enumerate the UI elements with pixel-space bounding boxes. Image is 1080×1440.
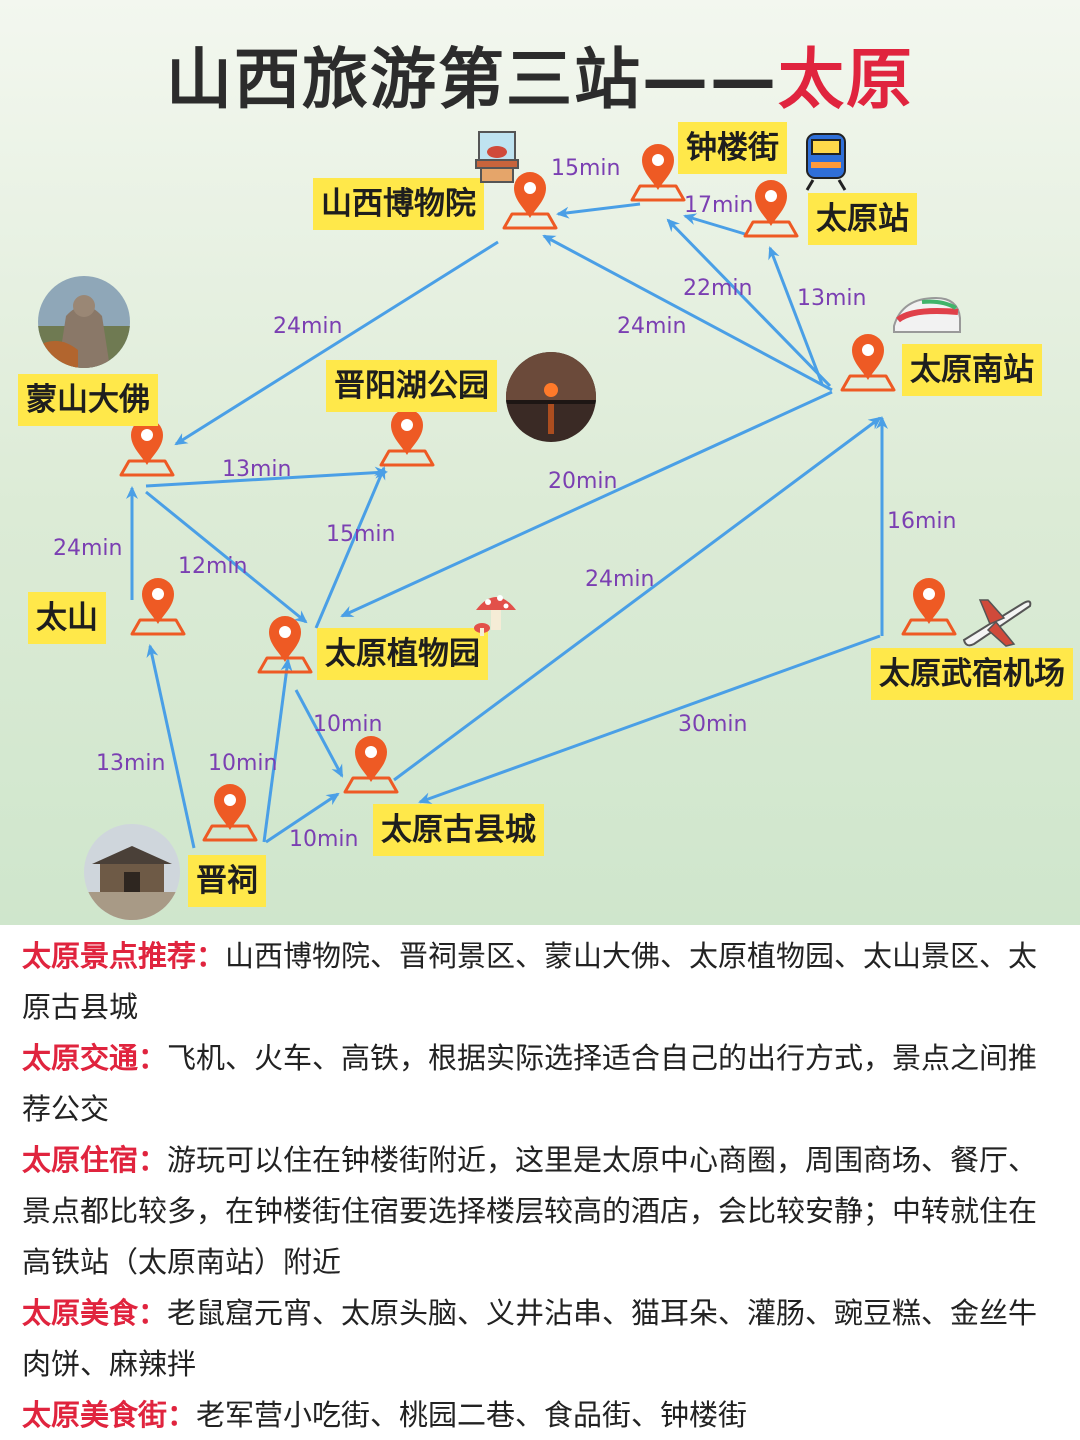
label-taishan: 太山	[28, 592, 106, 644]
jinci-temple-photo	[84, 824, 180, 920]
route-line	[666, 218, 832, 388]
route-line	[768, 246, 824, 385]
location-pin-icon[interactable]	[379, 409, 435, 467]
location-pin-icon[interactable]	[502, 172, 558, 230]
route-line	[145, 490, 308, 624]
route-time: 30min	[678, 712, 748, 737]
route-map: 山西旅游第三站——太原 山西博物院 钟楼街 太原站 太原南站 蒙山大佛 晋阳湖公…	[0, 0, 1080, 925]
museum-icon	[473, 130, 521, 188]
route-line	[262, 658, 293, 843]
train-icon	[803, 132, 849, 196]
jinyang-lake-photo	[506, 352, 596, 442]
location-pin-icon[interactable]	[743, 180, 799, 238]
route-time: 24min	[617, 314, 687, 339]
route-time: 15min	[326, 522, 396, 547]
route-time: 13min	[222, 457, 292, 482]
route-line	[314, 466, 386, 629]
route-time: 20min	[548, 469, 618, 494]
label-botanical-garden: 太原植物园	[317, 628, 488, 680]
route-time: 10min	[208, 751, 278, 776]
info-accommodation: 太原住宿：游玩可以住在钟楼街附近，这里是太原中心商圈，周围商场、餐厅、景点都比较…	[22, 1143, 1038, 1279]
location-pin-icon[interactable]	[130, 578, 186, 636]
route-lines-layer	[119, 144, 957, 849]
high-speed-train-icon	[892, 292, 962, 344]
route-time: 15min	[551, 156, 621, 181]
route-time: 13min	[797, 286, 867, 311]
route-line	[683, 213, 746, 236]
info-food-streets: 太原美食街：老军营小吃街、桃园二巷、食品街、钟楼街	[22, 1398, 748, 1432]
route-line	[146, 644, 196, 849]
airplane-icon	[960, 592, 1034, 654]
location-pin-icon[interactable]	[119, 419, 175, 477]
route-time: 22min	[683, 276, 753, 301]
info-transport: 太原交通：飞机、火车、高铁，根据实际选择适合自己的出行方式，景点之间推荐公交	[22, 1041, 1038, 1126]
route-time: 24min	[273, 314, 343, 339]
route-time: 10min	[289, 827, 359, 852]
mengshan-buddha-photo	[38, 276, 130, 368]
location-pin-icon[interactable]	[202, 784, 258, 842]
route-line	[393, 416, 882, 782]
route-time: 16min	[887, 509, 957, 534]
route-line	[265, 792, 340, 844]
label-taiyuan-south-station: 太原南站	[902, 344, 1042, 396]
route-line	[294, 689, 344, 778]
info-panel: 太原景点推荐：山西博物院、晋祠景区、蒙山大佛、太原植物园、太山景区、太原古县城 …	[0, 925, 1080, 1440]
route-line	[556, 202, 641, 219]
route-line	[542, 234, 833, 392]
mushroom-icon	[472, 586, 520, 642]
route-line	[340, 390, 833, 618]
label-jinci: 晋祠	[188, 855, 266, 907]
label-jinyang-lake-park: 晋阳湖公园	[326, 360, 497, 412]
info-food: 太原美食：老鼠窟元宵、太原头脑、义井沾串、猫耳朵、灌肠、豌豆糕、金丝牛肉饼、麻辣…	[22, 1296, 1038, 1381]
label-mengshan-buddha: 蒙山大佛	[18, 374, 158, 426]
route-time: 13min	[96, 751, 166, 776]
label-zhonglou-street: 钟楼街	[678, 122, 787, 174]
route-time: 12min	[178, 554, 248, 579]
location-pin-icon[interactable]	[901, 578, 957, 636]
label-wusu-airport: 太原武宿机场	[871, 648, 1073, 700]
route-time: 17min	[684, 193, 754, 218]
route-time: 10min	[313, 712, 383, 737]
route-line	[145, 466, 388, 488]
label-ancient-county: 太原古县城	[373, 804, 544, 856]
route-line	[418, 634, 881, 804]
location-pin-icon[interactable]	[343, 736, 399, 794]
location-pin-icon[interactable]	[257, 616, 313, 674]
label-shanxi-museum: 山西博物院	[313, 178, 484, 230]
location-pin-icon[interactable]	[840, 334, 896, 392]
page-title: 山西旅游第三站——太原	[166, 41, 914, 118]
route-time: 24min	[53, 536, 123, 561]
route-line	[174, 240, 499, 446]
location-pin-icon[interactable]	[630, 144, 686, 202]
route-time: 24min	[585, 567, 655, 592]
info-attractions: 太原景点推荐：山西博物院、晋祠景区、蒙山大佛、太原植物园、太山景区、太原古县城	[22, 939, 1038, 1024]
label-taiyuan-station: 太原站	[808, 193, 917, 245]
